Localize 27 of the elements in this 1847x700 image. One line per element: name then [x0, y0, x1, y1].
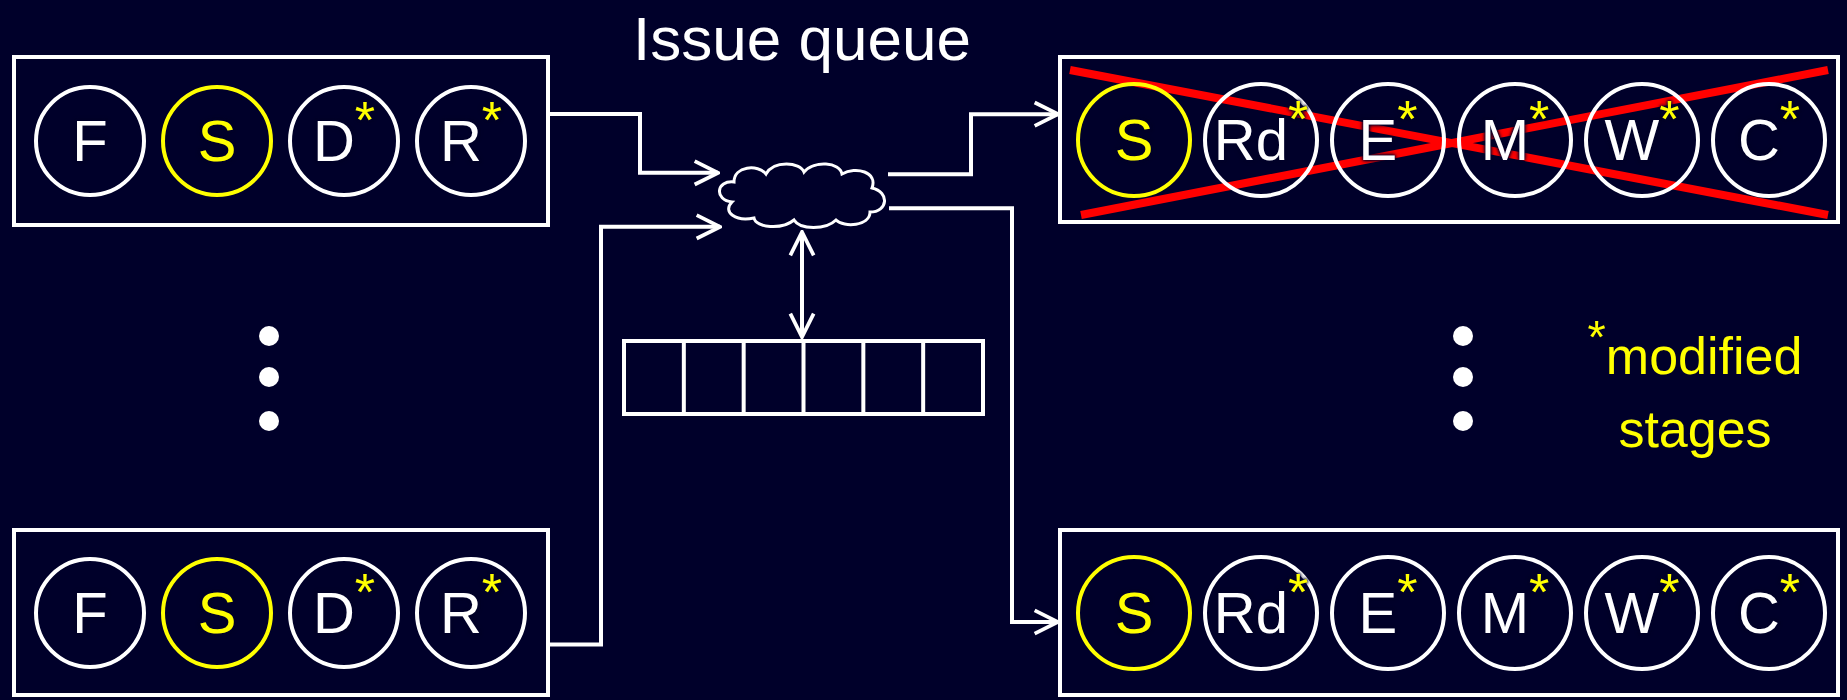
stage-circle: D$^{*}$ [288, 556, 400, 669]
arrow [888, 100, 1060, 177]
stage-circle: S [1076, 554, 1192, 671]
pipeline-box [1058, 528, 1840, 697]
stage-circle: C$^{*}$ [1711, 81, 1827, 198]
stage-circle: W$^{*}$ [1584, 554, 1700, 671]
arrow [550, 213, 722, 647]
stage-circle: S [1076, 81, 1192, 198]
pipeline-box [12, 55, 550, 227]
arrow [550, 112, 720, 187]
stage-circle: R$^{*}$ [415, 556, 527, 669]
stage-circle: M$^{*}$ [1457, 554, 1573, 671]
note-text: $^{*}$modified stages [1586, 320, 1804, 460]
buffer-bar [622, 339, 985, 416]
stage-circle: F [34, 85, 146, 197]
arrow [889, 206, 1060, 636]
stage-circle: C$^{*}$ [1711, 554, 1827, 671]
stage-circle: W$^{*}$ [1584, 81, 1700, 198]
stage-circle: R$^{*}$ [415, 85, 527, 197]
stage-circle: E$^{*}$ [1330, 554, 1446, 671]
stage-circle: S [161, 85, 273, 197]
stage-circle: F [34, 556, 146, 669]
stage-circle: S [161, 556, 273, 669]
pipeline-box [12, 528, 550, 697]
stage-circle: D$^{*}$ [288, 85, 400, 197]
arrow [788, 230, 816, 339]
stage-circle: Rd$^{*}$ [1203, 554, 1319, 671]
